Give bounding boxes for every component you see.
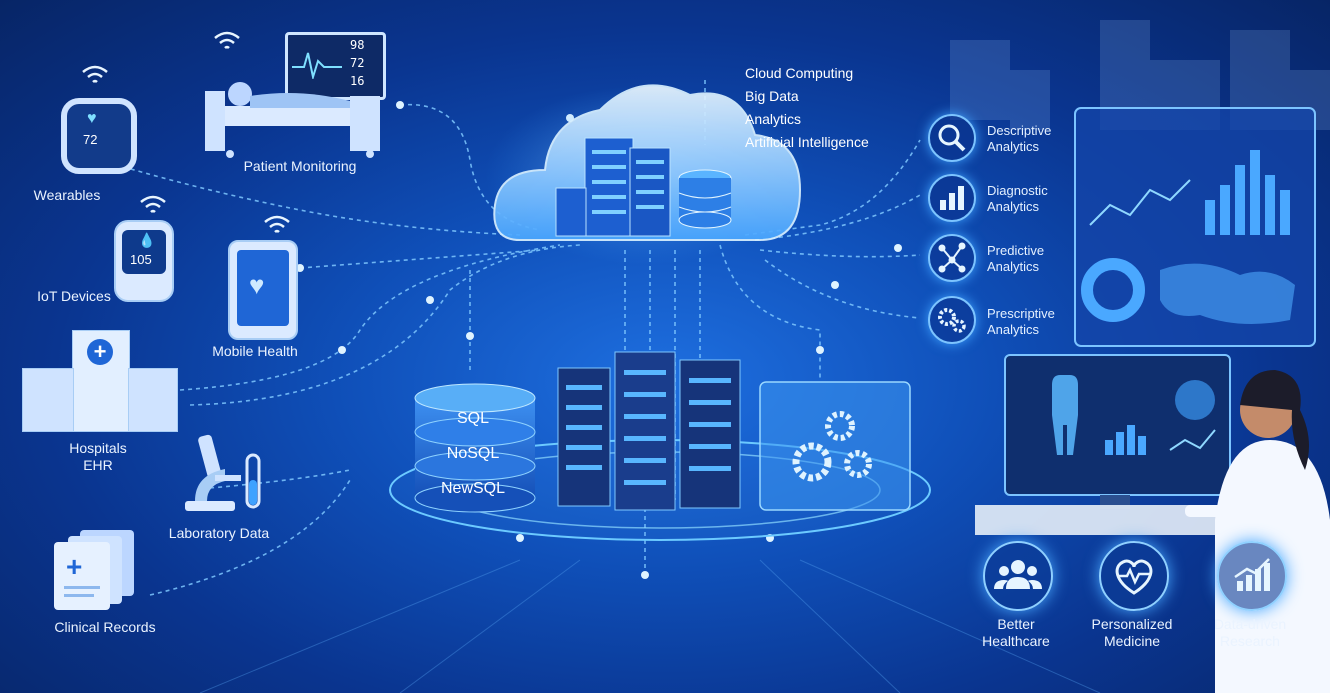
heart-pulse-icon <box>1099 541 1169 611</box>
hospitals-label: Hospitals EHR <box>48 440 148 474</box>
outcome-2-line2: Medicine <box>1103 633 1161 649</box>
heart-pulse-icon: ♥ <box>249 270 265 300</box>
people-icon <box>983 541 1053 611</box>
analytics-predictive-line1: Predictive <box>987 243 1045 258</box>
network-icon <box>928 234 976 282</box>
analytics-prescriptive-line1: Prescriptive <box>987 306 1055 321</box>
outcome-1-line1: Better <box>997 616 1035 632</box>
hospital-wing-left <box>22 368 74 432</box>
keyword-cloud-computing: Cloud Computing <box>745 65 854 81</box>
wearables-label: Wearables <box>33 187 101 203</box>
wifi-icon <box>214 31 240 49</box>
analytics-diagnostic-line2: Analytics <box>987 199 1040 214</box>
wearables-illustration: ♥ 72 <box>55 62 137 174</box>
clinical-records-icon: + <box>54 530 134 610</box>
meter-screen: 💧 105 <box>122 230 166 274</box>
meter-reading: 105 <box>130 252 152 267</box>
laboratory-label: Laboratory Data <box>168 525 270 541</box>
outcome-data-driven-research: Data-driven Research <box>1200 616 1300 650</box>
analytics-diagnostic: Diagnostic Analytics <box>987 183 1048 215</box>
mobile-health-label: Mobile Health <box>212 343 298 359</box>
hospital-bed-icon <box>205 82 380 158</box>
hospital-building-icon: + <box>22 330 178 432</box>
watch-reading: 72 <box>83 132 98 147</box>
hospital-tower: + <box>72 330 130 432</box>
growth-chart-icon <box>1217 541 1287 611</box>
hospitals-label-line2: EHR <box>83 457 113 473</box>
smartphone-icon: ♥ <box>228 240 298 340</box>
vital-2: 72 <box>350 56 365 70</box>
glucose-meter-icon: 💧 105 <box>114 220 174 302</box>
outcome-personalized-medicine: Personalized Medicine <box>1082 616 1182 650</box>
iot-device-illustration: 💧 105 <box>110 192 180 302</box>
hospitals-label-line1: Hospitals <box>69 440 127 456</box>
keyword-analytics: Analytics <box>745 111 802 127</box>
analytics-descriptive: Descriptive Analytics <box>987 123 1051 155</box>
bar-chart-icon <box>928 174 976 222</box>
db-label-sql: SQL <box>456 410 489 427</box>
clinical-records-label: Clinical Records <box>54 619 156 635</box>
outcome-better-healthcare: Better Healthcare <box>966 616 1066 650</box>
microscope-icon <box>185 434 261 511</box>
gears-icon <box>928 296 976 344</box>
wifi-icon <box>140 195 166 213</box>
heart-icon: ♥ <box>87 110 97 127</box>
ecg-wave-icon <box>292 52 342 79</box>
analytics-diagnostic-line1: Diagnostic <box>987 183 1048 198</box>
keyword-big-data: Big Data <box>745 88 799 104</box>
outcome-3-line1: Data-driven <box>1213 616 1287 632</box>
outcome-1-line2: Healthcare <box>982 633 1050 649</box>
iot-devices-label: IoT Devices <box>37 288 111 304</box>
smartwatch-icon: ♥ 72 <box>61 98 137 174</box>
patient-monitoring-label: Patient Monitoring <box>243 158 357 174</box>
keyword-artificial-intelligence: Artificial Intelligence <box>745 134 869 150</box>
analytics-prescriptive-line2: Analytics <box>987 322 1040 337</box>
db-label-newsql: NewSQL <box>440 480 506 497</box>
hospital-wing-right <box>128 368 178 432</box>
analytics-predictive: Predictive Analytics <box>987 243 1044 275</box>
outcome-3-line2: Research <box>1220 633 1280 649</box>
phone-screen: ♥ <box>237 250 289 326</box>
analytics-descriptive-line2: Analytics <box>987 139 1040 154</box>
test-tube-icon <box>245 453 261 509</box>
wifi-icon <box>82 65 108 83</box>
vital-1: 98 <box>350 38 365 52</box>
analytics-prescriptive: Prescriptive Analytics <box>987 306 1055 338</box>
cross-icon: + <box>87 339 113 365</box>
db-label-nosql: NoSQL <box>446 445 500 462</box>
outcome-2-line1: Personalized <box>1091 616 1173 632</box>
magnifier-icon <box>928 114 976 162</box>
svg-text:+: + <box>66 551 82 582</box>
vital-3: 16 <box>350 74 365 88</box>
patient-monitoring-illustration: 98 72 16 <box>200 28 390 158</box>
analytics-predictive-line2: Analytics <box>987 259 1040 274</box>
analytics-descriptive-line1: Descriptive <box>987 123 1052 138</box>
drop-icon: 💧 <box>138 232 156 248</box>
wifi-icon <box>264 215 290 233</box>
